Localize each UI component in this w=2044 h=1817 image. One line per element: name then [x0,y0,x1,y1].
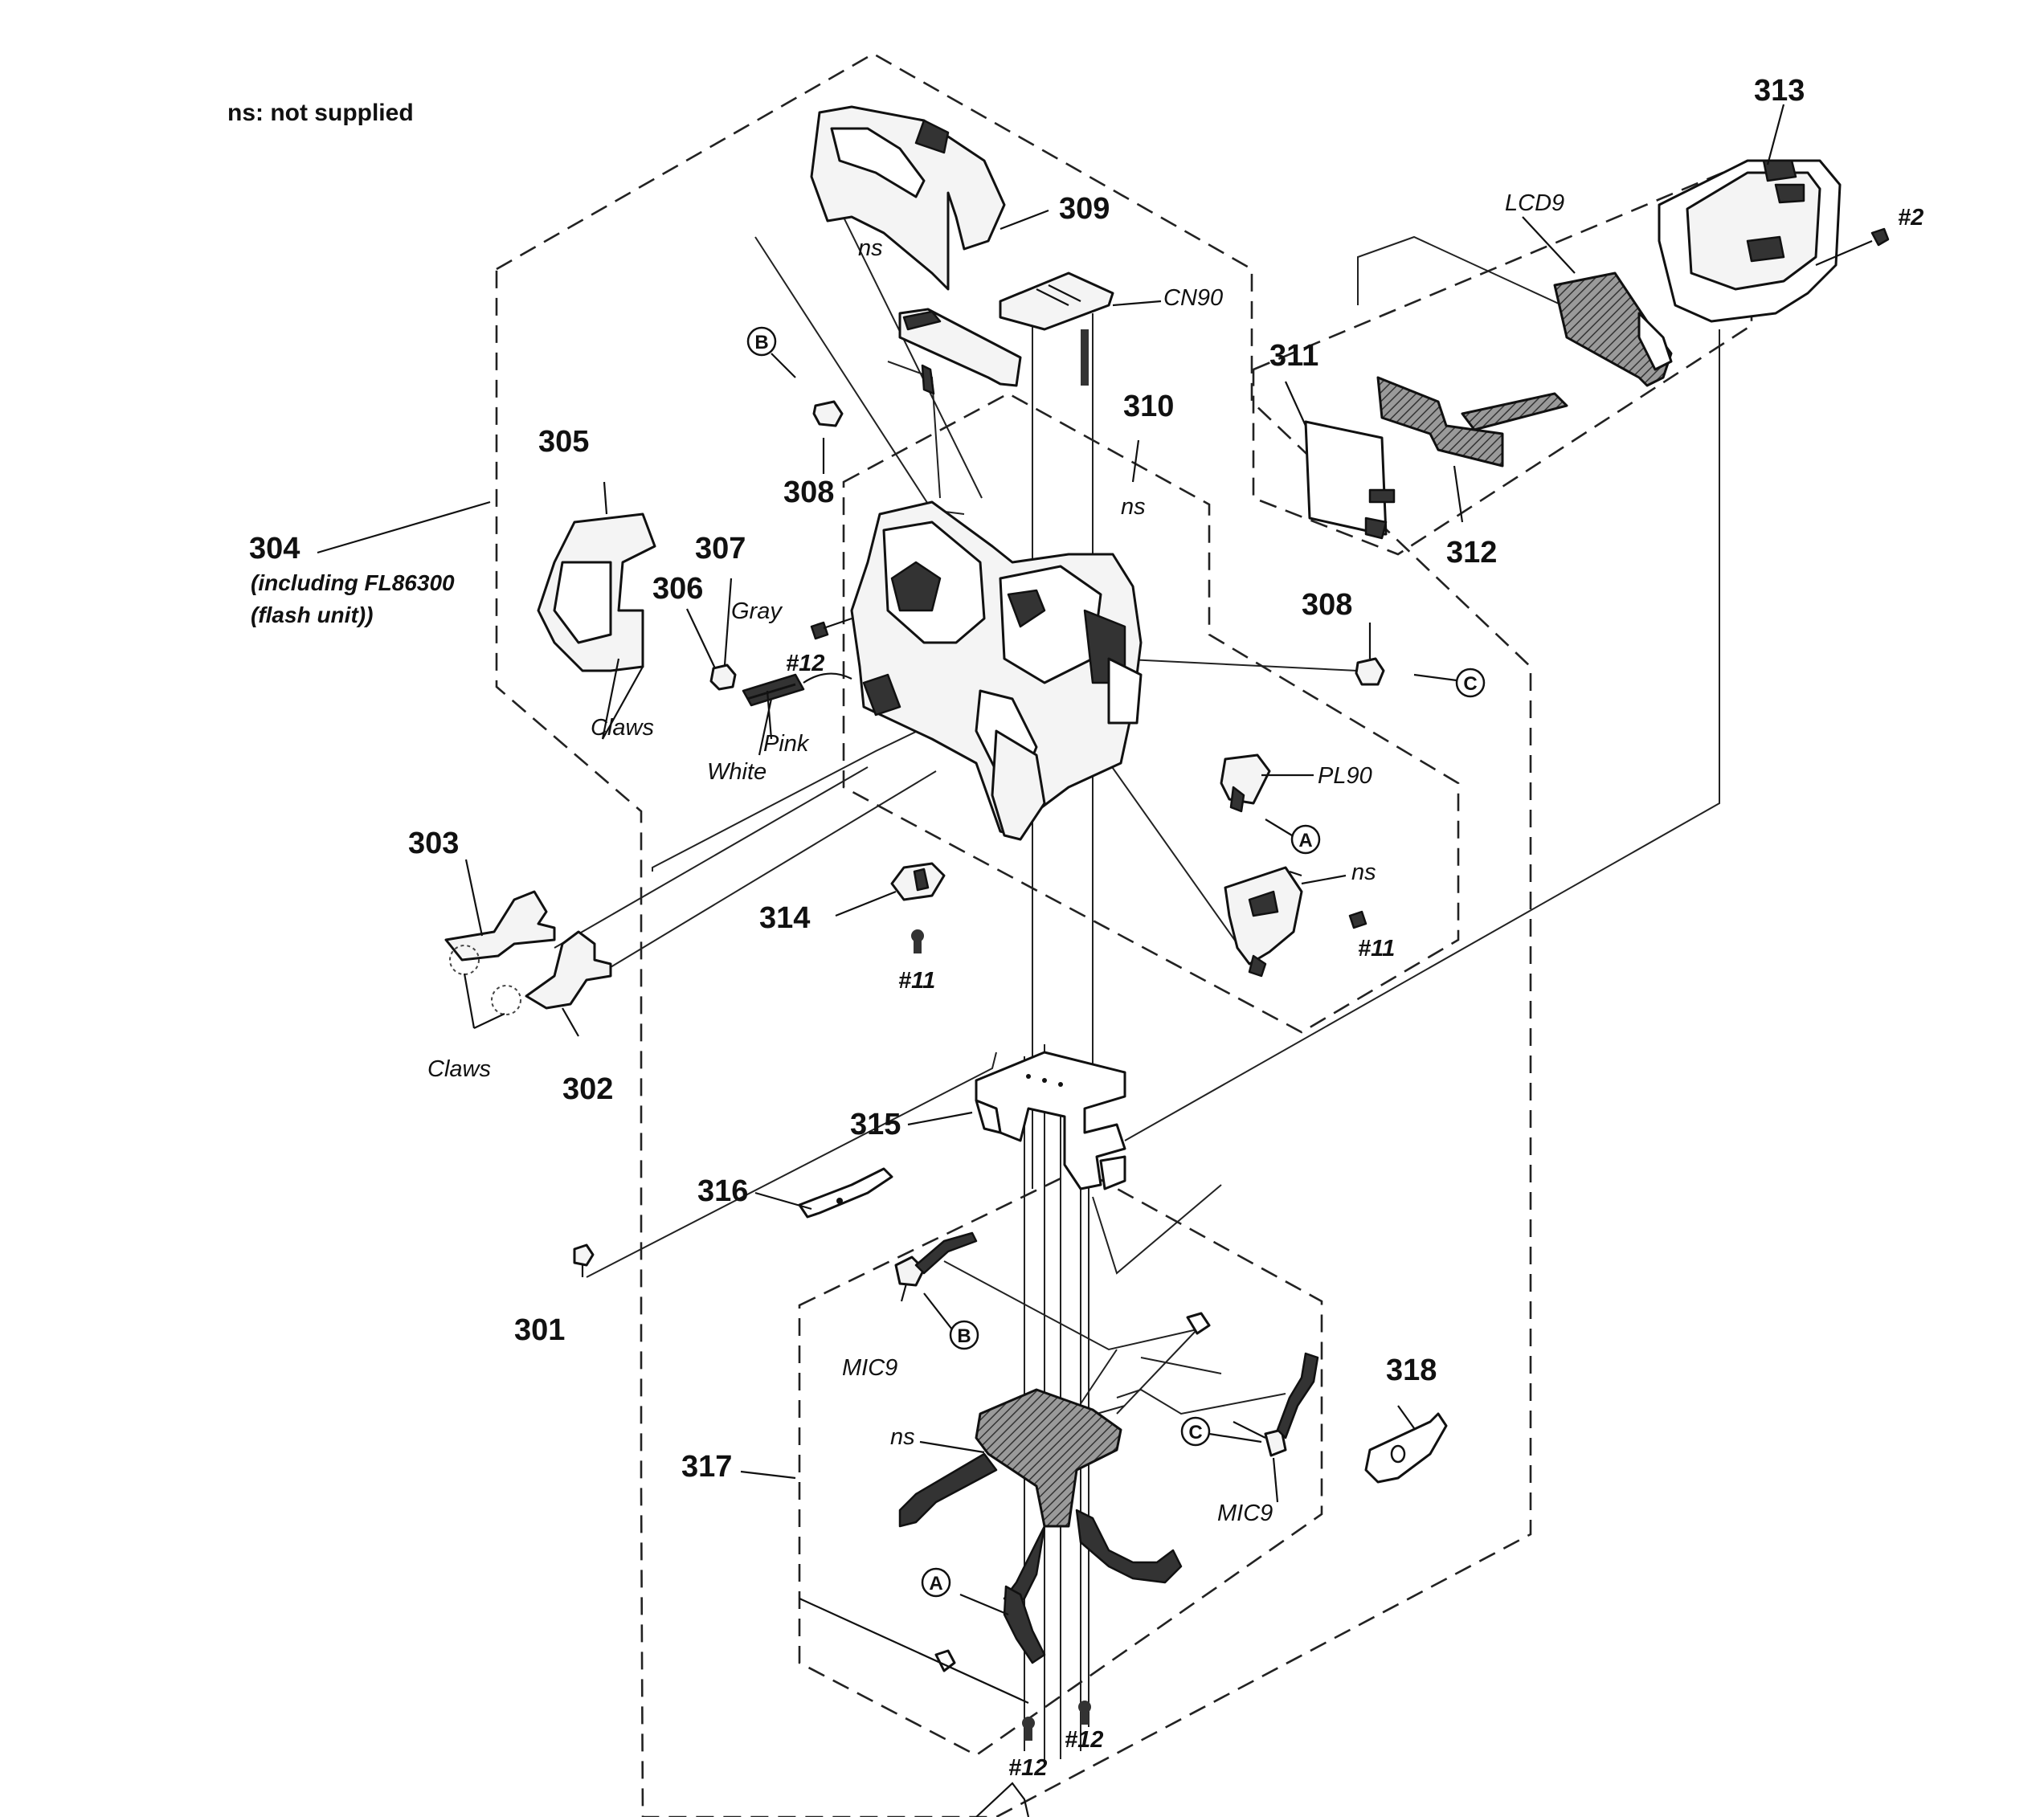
screw-12-bottom-right [1078,1701,1091,1725]
part-ns-right-bracket [1224,866,1303,978]
part-317-flex-board [898,1312,1211,1672]
screw-2 [1870,227,1890,247]
label-304: 304 [249,532,300,566]
part-pl90 [1220,753,1271,813]
part-305-flash-cover [537,512,656,672]
connection-marker-b-bottom: B [923,1292,979,1350]
label-307: 307 [695,532,746,566]
label-304-desc-line1: (including FL86300 [251,570,455,595]
part-302-bracket [491,930,612,1015]
label-claws-upper: Claws [591,715,654,741]
part-303-bracket [444,890,556,975]
cropped-cable-fragment [975,1782,1030,1817]
svg-text:A: A [929,1573,942,1594]
label-316: 316 [697,1174,748,1208]
screw-12-upper [810,617,852,640]
label-304-desc-line2: (flash unit)) [251,602,373,627]
part-301-cushion [573,1243,595,1267]
svg-text:B: B [754,332,768,353]
label-white-wire: White [707,759,766,785]
label-claws-lower: Claws [427,1056,491,1082]
label-306: 306 [652,572,703,606]
label-screw-2: #2 [1898,205,1923,231]
connection-marker-c-right: C [1413,668,1486,698]
label-screw-12-bottom-left: #12 [1008,1755,1047,1781]
label-313: 313 [1754,74,1805,108]
screw-11-center [911,929,924,953]
label-314: 314 [759,901,810,935]
not-supplied-note: ns: not supplied [227,100,414,126]
label-screw-12-upper: #12 [786,651,824,676]
label-pl90: PL90 [1318,763,1372,789]
label-ns-right: ns [1351,860,1376,885]
part-308-cushion-right [1355,657,1385,686]
part-mic9-right [1264,1352,1319,1457]
label-311: 311 [1269,339,1318,373]
screw-12-bottom-left [1022,1717,1035,1741]
part-310-main-frame [850,500,1143,841]
outline-assembly-304 [495,52,1532,1817]
connection-marker-c-bottom: C [1180,1416,1262,1447]
svg-text:A: A [1298,830,1312,851]
label-mic9-left: MIC9 [842,1355,897,1381]
label-308-upper: 308 [783,476,834,509]
label-308-right: 308 [1302,588,1352,622]
part-308-cushion-upper [812,400,844,427]
label-lcd9: LCD9 [1505,190,1564,216]
label-screw-11-center: #11 [898,968,935,994]
part-ns-switch-block [898,308,1022,395]
part-309-top-cover [810,105,1006,291]
connection-marker-a-right: A [1265,819,1321,855]
label-ns-310: ns [1121,494,1146,520]
label-310: 310 [1123,390,1174,423]
label-leader-lines [317,104,1785,1705]
label-309: 309 [1059,192,1110,226]
label-303: 303 [408,827,459,860]
part-307-cable [742,672,852,707]
label-317: 317 [681,1450,732,1484]
outline-assembly-313 [1252,159,1753,556]
label-302: 302 [562,1072,613,1106]
part-315-bracket [975,1051,1126,1190]
part-mic9-left [894,1231,978,1287]
part-311-board [1304,420,1396,540]
connection-marker-a-bottom: A [921,1567,951,1598]
label-318: 318 [1386,1354,1437,1387]
part-306-cushion [709,664,737,691]
label-screw-11-right: #11 [1358,936,1395,962]
part-312-flex-board [1376,376,1568,468]
part-314-clip [890,862,946,901]
part-cn90-connector [999,272,1114,386]
label-301: 301 [514,1313,565,1347]
label-mic9-right: MIC9 [1217,1501,1273,1526]
part-318-plate [1364,1412,1448,1484]
part-lcd9-panel [1553,272,1673,387]
label-gray-wire: Gray [731,598,783,624]
connection-marker-b-top: B [746,326,796,378]
screw-11-right [1348,910,1367,929]
part-313-housing [1658,159,1873,323]
part-316-plate [798,1167,893,1219]
label-screw-12-bottom-right: #12 [1065,1727,1103,1753]
label-305: 305 [538,425,589,459]
label-cn90: CN90 [1163,285,1223,311]
label-ns-top: ns [858,235,883,261]
label-315: 315 [850,1108,901,1141]
label-312: 312 [1446,536,1497,570]
svg-text:B: B [957,1325,971,1347]
svg-text:C: C [1463,673,1477,695]
label-pink-wire: Pink [763,731,810,757]
outline-assembly-310 [842,392,1460,1034]
label-ns-bottom: ns [890,1424,915,1450]
svg-text:C: C [1188,1422,1202,1443]
